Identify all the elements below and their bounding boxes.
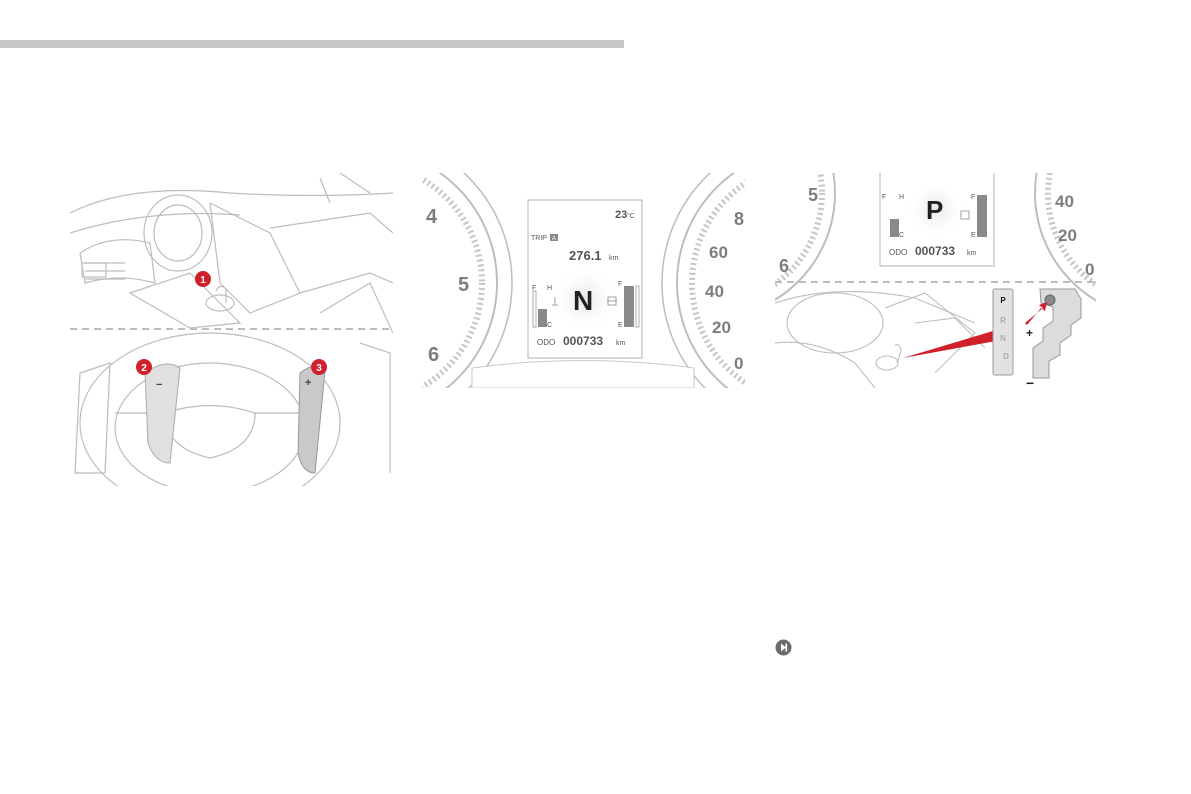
fuel-gauge-f: F <box>971 194 975 201</box>
trip-unit: km <box>609 255 619 262</box>
left-paddle <box>144 363 181 464</box>
marker-1: 1 <box>195 271 211 287</box>
temp-gauge-bar <box>538 309 547 327</box>
odo-value: 000733 <box>915 244 955 258</box>
fuel-gauge-bar <box>624 286 634 327</box>
selector-p: P <box>1000 296 1006 305</box>
gear-indicator: P <box>926 195 943 225</box>
knob-position-marker <box>1044 294 1056 306</box>
fuel-gauge-e: E <box>971 232 976 239</box>
temp-gauge-c: C <box>547 322 552 329</box>
temp-gauge-f: F <box>532 285 536 292</box>
odo-label: ODO <box>889 248 907 257</box>
dial-left-6: 6 <box>779 256 789 276</box>
trip-sub: A <box>552 236 556 242</box>
odo-unit: km <box>967 250 977 257</box>
dial-right-40: 40 <box>705 282 724 301</box>
cluster-illustration-n: 4 5 6 8 60 40 20 0 23 °C TRIP A 276.1 km… <box>422 173 745 388</box>
fuel-gauge-f: F <box>618 281 622 288</box>
selector-r: R <box>1000 316 1006 325</box>
fuel-pump-icon <box>960 210 970 220</box>
dial-left-6: 6 <box>428 344 439 366</box>
gear-indicator: N <box>573 285 593 316</box>
fuel-gauge-e: E <box>618 322 623 329</box>
figure-gear-selector-and-paddles: − + 1 2 3 <box>70 173 393 486</box>
dial-right-20: 20 <box>712 318 731 337</box>
selector-strip <box>992 288 1014 376</box>
figure-cluster-neutral: 4 5 6 8 60 40 20 0 23 °C TRIP A 276.1 km… <box>422 173 745 388</box>
dial-right-20: 20 <box>1058 226 1077 245</box>
marker-3: 3 <box>311 359 327 375</box>
figure-cluster-park-and-selector: 5 6 40 20 0 P F H C F E ODO 000733 km <box>775 173 1096 388</box>
dial-left-5: 5 <box>458 274 469 296</box>
marker-1-label: 1 <box>200 275 206 286</box>
dial-right-40: 40 <box>1055 192 1074 211</box>
marker-3-label: 3 <box>316 363 322 374</box>
paddle-minus-label: − <box>156 379 162 391</box>
odo-label: ODO <box>537 338 555 347</box>
dial-right-0: 0 <box>1085 260 1094 279</box>
gate-pattern <box>1032 288 1082 379</box>
dial-left-4: 4 <box>426 206 438 228</box>
fuel-pump-icon <box>607 296 617 306</box>
dial-right-60: 60 <box>709 243 728 262</box>
temperature-value: 23 <box>615 209 627 221</box>
marker-2-label: 2 <box>141 363 147 374</box>
interior-illustration: − + 1 2 3 <box>70 173 393 486</box>
red-arrow-icon <box>1025 302 1047 325</box>
gate-plus: + <box>1026 326 1033 340</box>
dial-right-8: 8 <box>734 209 744 229</box>
pointer-arrow <box>903 331 996 358</box>
right-paddle <box>297 366 326 474</box>
odo-unit: km <box>616 340 626 347</box>
temp-gauge-h: H <box>899 194 904 201</box>
header-rule <box>0 40 624 48</box>
dial-right-0: 0 <box>734 354 743 373</box>
cluster-illustration-p: 5 6 40 20 0 P F H C F E ODO 000733 km <box>775 173 1096 388</box>
fuel-gauge-bar <box>977 195 987 237</box>
next-page-icon[interactable] <box>775 639 792 656</box>
trip-value: 276.1 <box>569 248 602 263</box>
temp-gauge-bar <box>890 219 899 237</box>
temp-gauge-c: C <box>899 232 904 239</box>
coolant-icon <box>552 297 558 306</box>
temperature-unit: °C <box>627 212 635 220</box>
gate-minus: − <box>1026 375 1034 388</box>
marker-2: 2 <box>136 359 152 375</box>
temp-gauge-f: F <box>882 194 886 201</box>
trip-label: TRIP <box>531 235 547 242</box>
dial-left-5: 5 <box>808 185 818 205</box>
selector-n: N <box>1000 334 1006 343</box>
odo-value: 000733 <box>563 334 603 348</box>
temp-gauge-h: H <box>547 285 552 292</box>
paddle-plus-label: + <box>305 377 311 389</box>
selector-d: D <box>1003 352 1009 361</box>
